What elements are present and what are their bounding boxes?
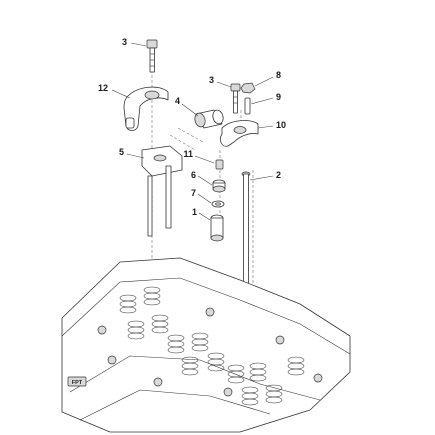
callout-8: 8 bbox=[276, 70, 281, 80]
collet-part-11 bbox=[215, 159, 224, 170]
callout-12: 12 bbox=[98, 83, 108, 93]
rocker-arm-part-12 bbox=[123, 86, 169, 131]
rocker-shaft-part-4 bbox=[194, 109, 224, 129]
callout-3-lower: 3 bbox=[209, 75, 214, 85]
washer-part-7 bbox=[211, 200, 225, 208]
callout-5: 5 bbox=[119, 147, 124, 157]
callout-1: 1 bbox=[192, 207, 197, 217]
callout-11: 11 bbox=[183, 149, 193, 159]
leader-lines bbox=[111, 42, 274, 221]
tappet-part-1 bbox=[210, 214, 224, 242]
nut-part-8 bbox=[240, 82, 256, 94]
callout-3-upper: 3 bbox=[122, 37, 127, 47]
valve-springs bbox=[119, 286, 305, 406]
bolt-part-3-upper bbox=[146, 39, 158, 73]
head-bolt-bosses bbox=[97, 307, 323, 397]
callout-9: 9 bbox=[276, 92, 281, 102]
callout-7: 7 bbox=[191, 188, 196, 198]
callouts: 3 12 4 5 3 8 9 10 11 6 7 1 2 bbox=[98, 37, 286, 217]
adjusting-screw-part-9 bbox=[244, 97, 251, 115]
cylinder-head: FPT bbox=[61, 257, 351, 433]
spring-cap-part-6 bbox=[212, 179, 226, 193]
callout-6: 6 bbox=[191, 170, 196, 180]
callout-10: 10 bbox=[276, 120, 286, 130]
rocker-support-part-5 bbox=[141, 145, 183, 237]
push-rod-part-2 bbox=[241, 171, 251, 298]
rocker-arm-part-10 bbox=[220, 120, 259, 147]
callout-4: 4 bbox=[175, 96, 180, 106]
bolt-part-3-lower bbox=[230, 83, 241, 114]
callout-2: 2 bbox=[276, 170, 281, 180]
brand-mark: FPT bbox=[72, 380, 83, 386]
